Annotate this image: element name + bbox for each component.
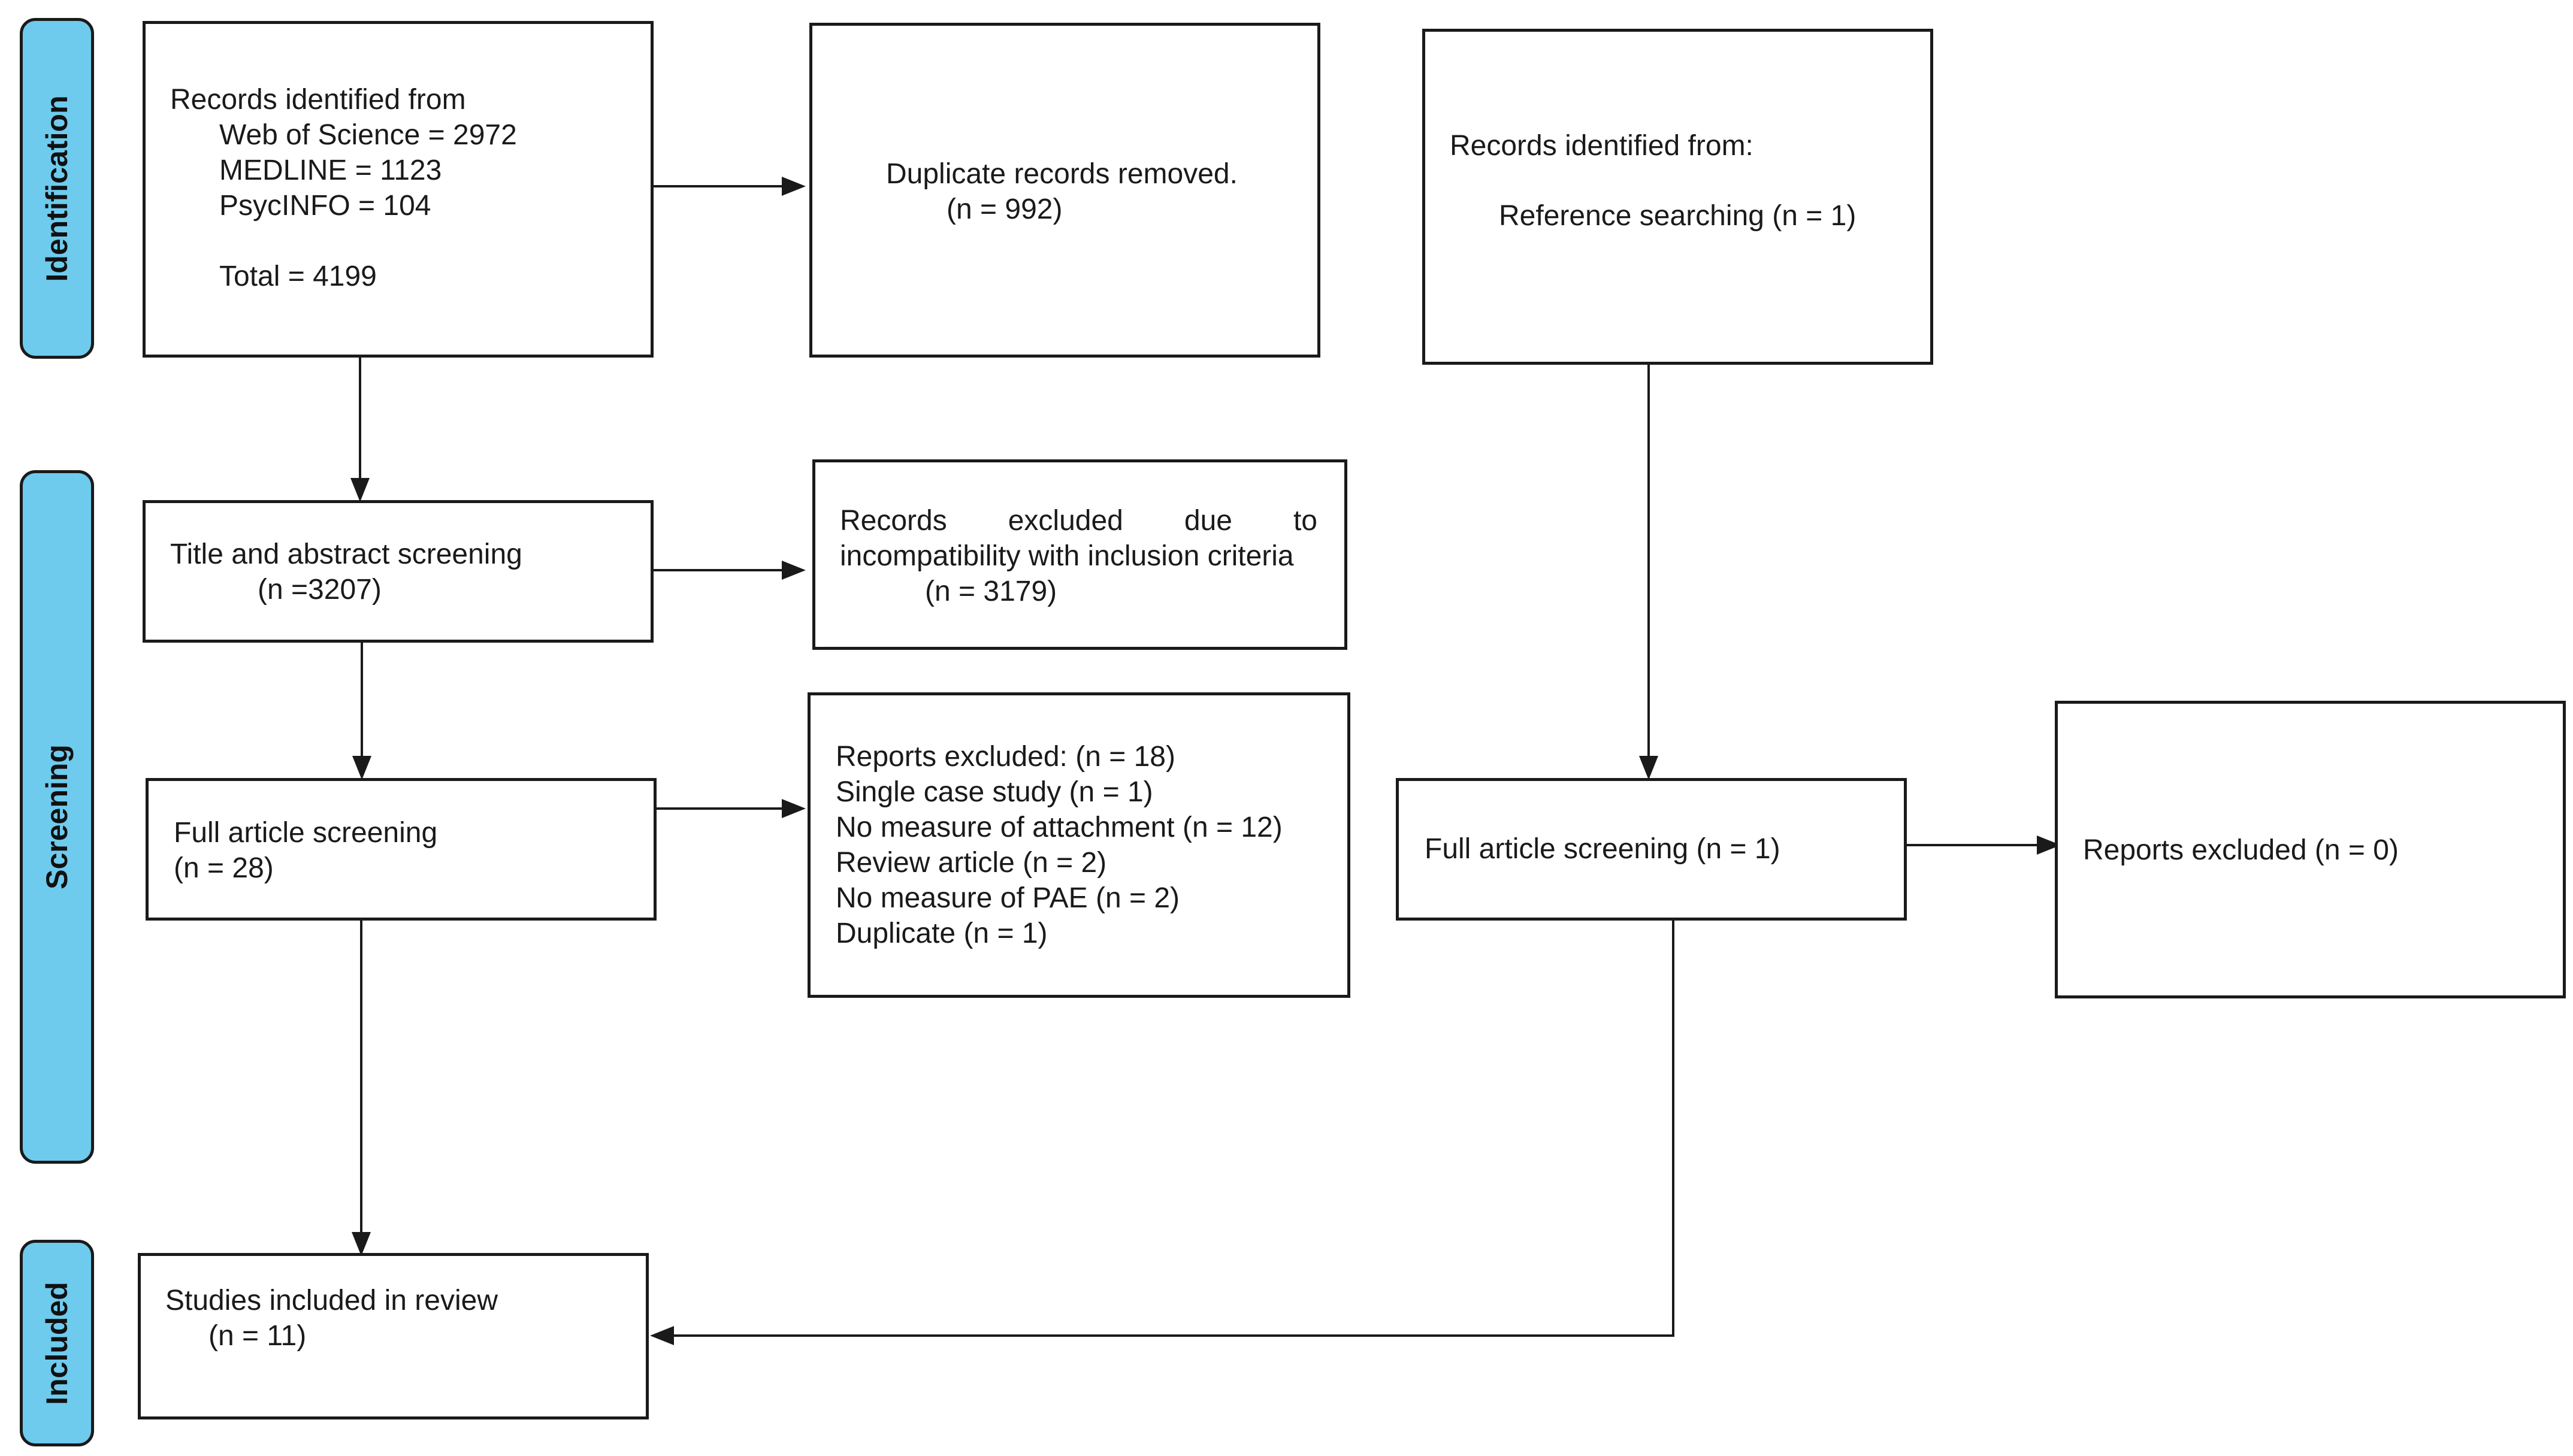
medline-count: MEDLINE = 1123 [219, 155, 442, 186]
records-identified-box [143, 21, 654, 358]
duplicates-removed-label: Duplicate records removed. [886, 158, 1238, 190]
title-abstract-screening-count: (n =3207) [258, 574, 382, 606]
records-excluded-box [812, 459, 1347, 650]
stage-identification: Identification [20, 18, 94, 359]
records-identified-heading: Records identified from [170, 84, 466, 116]
psycinfo-count: PsycINFO = 104 [219, 190, 431, 222]
studies-included-count: (n = 11) [208, 1320, 307, 1352]
title-abstract-screening-label: Title and abstract screening [170, 538, 522, 570]
full-article-screening-label: Full article screening [174, 817, 438, 849]
studies-included-box [138, 1253, 649, 1419]
records-excluded-line1: Records excluded due to [840, 503, 1317, 538]
reports-excluded-other-box [2055, 701, 2566, 998]
reference-searching-count: Reference searching (n = 1) [1499, 200, 1857, 232]
reports-excluded-reason: No measure of attachment (n = 12) [836, 812, 1283, 843]
reports-excluded-reason: Duplicate (n = 1) [836, 918, 1048, 949]
stage-screening: Screening [20, 470, 94, 1164]
other-sources-box [1422, 29, 1933, 365]
web-of-science-count: Web of Science = 2972 [219, 119, 517, 151]
duplicates-removed-box [809, 23, 1320, 358]
other-sources-heading: Records identified from: [1450, 130, 1753, 162]
records-excluded-count: (n = 3179) [925, 576, 1057, 607]
reports-excluded-box [808, 692, 1350, 998]
reports-excluded-reason: Review article (n = 2) [836, 847, 1107, 879]
stage-included: Included [20, 1240, 94, 1446]
reports-excluded-heading: Reports excluded: (n = 18) [836, 741, 1175, 773]
reports-excluded-other-label: Reports excluded (n = 0) [2083, 834, 2399, 866]
full-article-screening-other-label: Full article screening (n = 1) [1425, 833, 1780, 865]
records-excluded-reason: incompatibility with inclusion criteria [840, 540, 1294, 572]
reports-excluded-reason: Single case study (n = 1) [836, 776, 1153, 808]
records-excluded-word: excluded [1008, 505, 1123, 537]
records-excluded-word: due [1184, 505, 1232, 537]
records-excluded-word: to [1293, 505, 1317, 537]
title-abstract-screening-box [143, 500, 654, 643]
full-article-screening-box [146, 778, 657, 921]
records-total: Total = 4199 [219, 261, 377, 292]
duplicates-removed-count: (n = 992) [947, 193, 1063, 225]
full-article-screening-other-box [1396, 778, 1907, 921]
studies-included-label: Studies included in review [165, 1285, 498, 1316]
reports-excluded-reason: No measure of PAE (n = 2) [836, 882, 1180, 914]
records-excluded-word: Records [840, 505, 947, 537]
full-article-screening-count: (n = 28) [174, 852, 274, 884]
